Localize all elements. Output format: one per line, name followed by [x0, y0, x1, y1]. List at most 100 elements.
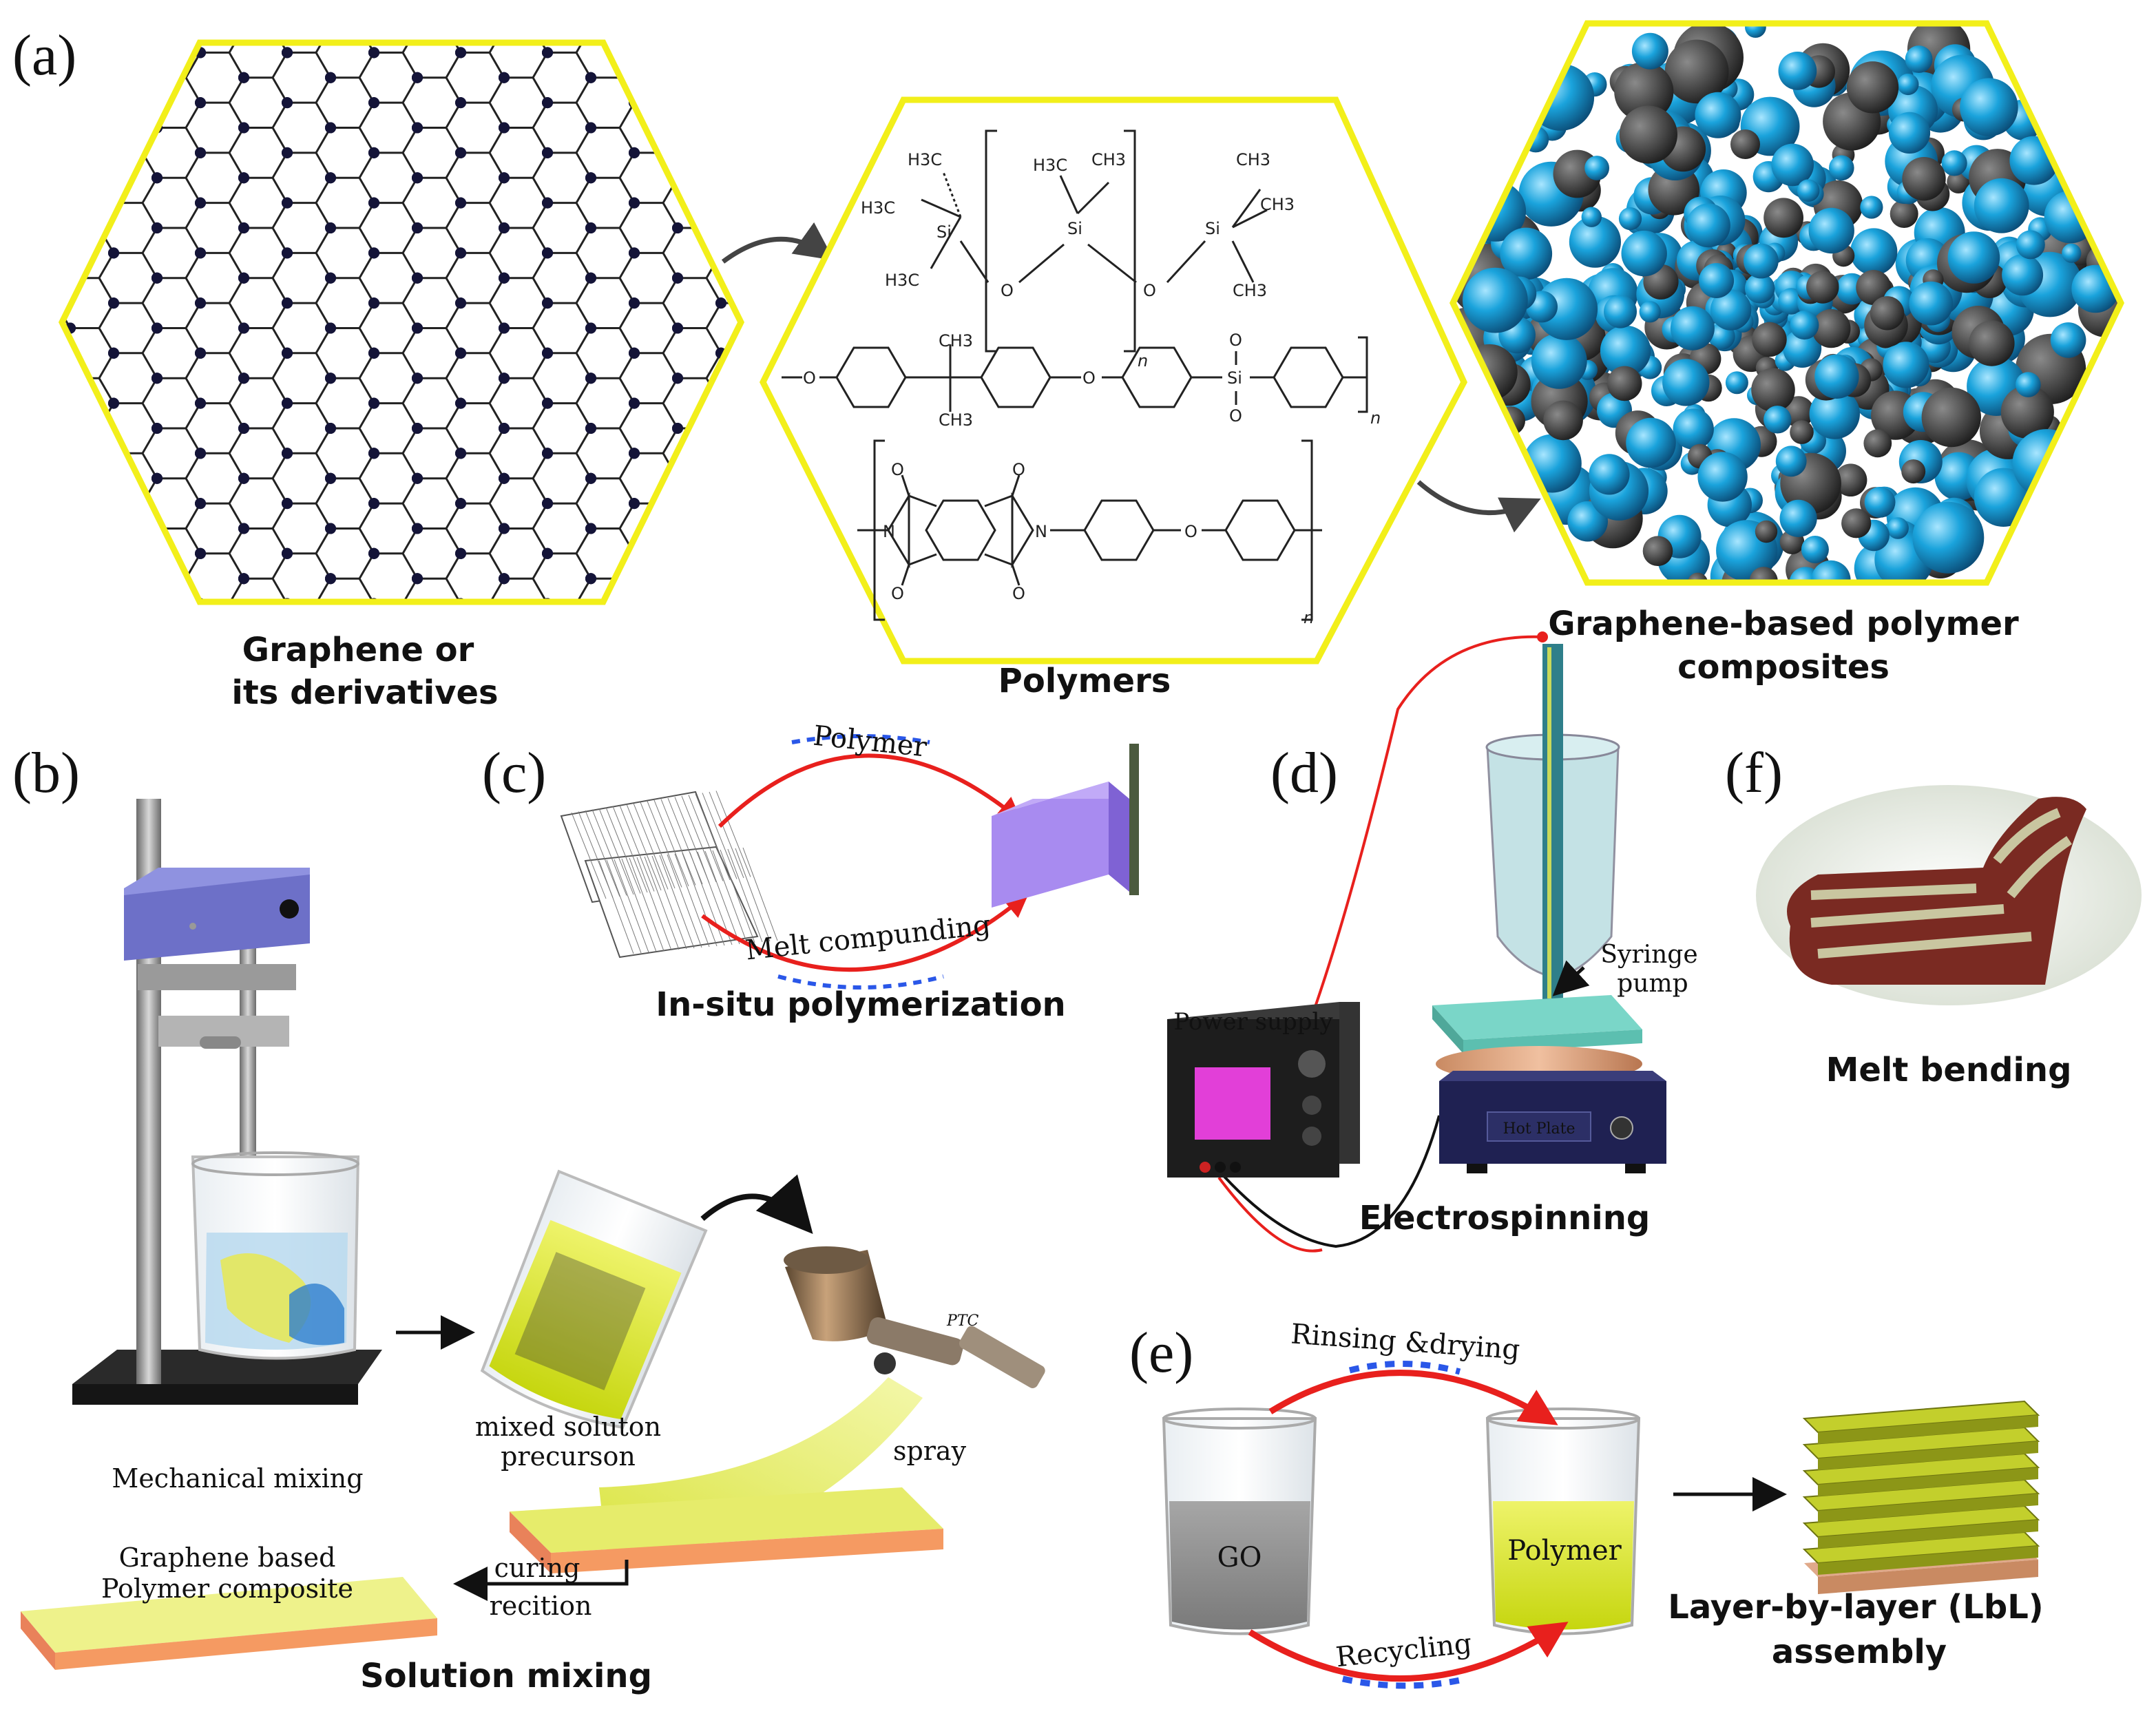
spray-gun-brand: PTC [946, 1312, 978, 1330]
electrospinning-title: Electrospinning [1359, 1199, 1651, 1237]
arc-polymer-dashes [791, 734, 930, 744]
svg-text:O: O [1082, 368, 1096, 388]
arc-recycling [1248, 1622, 1569, 1682]
hot-plate-label: Hot Plate [1503, 1120, 1575, 1138]
arc-melt-dashes [777, 974, 944, 990]
svg-text:O: O [1001, 281, 1014, 300]
svg-text:Si: Si [1067, 219, 1082, 238]
solution-mixing-title: Solution mixing [360, 1657, 652, 1695]
mixing-beaker [191, 1151, 360, 1360]
composite-label-line1: Graphene-based polymer [1548, 605, 2019, 643]
beaker-go [1162, 1408, 1317, 1635]
graphene-label-line2: its derivatives [231, 673, 498, 712]
svg-text:H3C: H3C [885, 271, 919, 290]
lbl-stack [1802, 1400, 2040, 1594]
panel-label-e: (e) [1129, 1321, 1193, 1385]
svg-text:O: O [1012, 460, 1025, 479]
mixed-solution-label-line1: mixed soluton [475, 1412, 661, 1442]
arc-rinsing-label: Rinsing &drying [1290, 1318, 1521, 1366]
composite-sheet-label-line1: Graphene based [119, 1542, 336, 1573]
composite-label-line2: composites [1677, 648, 1890, 687]
arrow-polymers-to-composite [1416, 480, 1541, 533]
svg-text:Si: Si [1227, 368, 1242, 388]
panel-label-d: (d) [1270, 741, 1338, 805]
arrow-graphene-to-polymers [721, 222, 835, 264]
arrow-pour-to-spray [700, 1174, 813, 1235]
curing-label-line1: curing [494, 1553, 580, 1583]
svg-text:Si: Si [1205, 219, 1220, 238]
svg-text:H3C: H3C [861, 198, 895, 218]
svg-text:n: n [1138, 351, 1148, 370]
spray-substrate [510, 1487, 943, 1573]
mixed-solution-label-line2: precurson [501, 1441, 636, 1472]
svg-text:n: n [1304, 608, 1314, 627]
svg-text:n: n [1370, 408, 1381, 428]
beaker-go-label: GO [1217, 1542, 1262, 1573]
arc-recycling-dashes [1342, 1675, 1467, 1689]
composite-sheet-label-line2: Polymer composite [101, 1573, 353, 1604]
panel-label-c: (c) [482, 741, 546, 805]
svg-text:O: O [1229, 331, 1242, 350]
black-wire [1217, 1115, 1441, 1248]
polymers-label: Polymers [998, 662, 1171, 700]
svg-text:O: O [1184, 522, 1197, 541]
beaker-polymer [1485, 1408, 1641, 1635]
svg-text:CH3: CH3 [1091, 150, 1126, 169]
svg-text:H3C: H3C [1033, 156, 1067, 175]
arc-melt-label: Melt compunding [744, 910, 992, 967]
panel-label-a: (a) [12, 23, 76, 87]
melt-bending-illustration [1756, 785, 2142, 1005]
arrow-curing [453, 1560, 629, 1601]
power-supply: Power supply [1167, 1002, 1360, 1178]
svg-text:CH3: CH3 [939, 331, 973, 350]
svg-text:O: O [1143, 281, 1156, 300]
graphene-flakes [560, 791, 778, 959]
in-situ-title: In-situ polymerization [656, 985, 1065, 1024]
composite-hexagon [1449, 20, 2124, 586]
arc-recycling-label: Recycling [1335, 1628, 1474, 1673]
syringe-assembly [1485, 631, 1620, 1002]
mechanical-mixing-label: Mechanical mixing [112, 1463, 363, 1494]
svg-text:N: N [1035, 522, 1047, 541]
svg-text:CH3: CH3 [1236, 150, 1270, 169]
pdms-labels: H3C H3C H3C Si O H3C CH3 Si O CH3 CH3 CH… [861, 150, 1295, 370]
extruded-block [992, 744, 1139, 908]
panel-label-b: (b) [12, 741, 80, 805]
polymers-hexagon [759, 96, 1468, 665]
arc-rinsing-dashes [1348, 1360, 1461, 1375]
tilted-precursor-beaker [480, 1169, 708, 1430]
arc-melt-compounding [701, 892, 1029, 972]
svg-text:CH3: CH3 [1260, 195, 1295, 214]
lbl-title-line2: assembly [1772, 1633, 1947, 1671]
syringe-pump-label-line2: pump [1617, 970, 1688, 998]
graphene-label-line1: Graphene or [242, 631, 474, 669]
power-supply-label: Power supply [1173, 1008, 1333, 1036]
arc-rinsing [1268, 1370, 1558, 1425]
polyimide-labels: O O N O O N O n [883, 460, 1314, 627]
svg-text:H3C: H3C [908, 150, 942, 169]
arc-polymer-label: Polymer [812, 720, 929, 764]
red-wire-bottom [1217, 1176, 1323, 1253]
svg-text:O: O [803, 368, 816, 388]
polyimide-structure [857, 439, 1322, 621]
graphene-hexagon [58, 39, 745, 605]
panel-label-f: (f) [1725, 741, 1783, 805]
melt-bending-title: Melt bending [1826, 1051, 2072, 1089]
arc-polymer [718, 753, 1023, 828]
polysulfone-labels: O CH3 CH3 O Si O O n [803, 331, 1381, 430]
svg-text:N: N [883, 522, 895, 541]
svg-text:CH3: CH3 [1233, 281, 1267, 300]
polysulfone-structure [782, 336, 1368, 413]
svg-text:O: O [891, 460, 904, 479]
lbl-title-line1: Layer-by-layer (LbL) [1668, 1588, 2044, 1626]
curing-label-line2: recition [490, 1591, 592, 1621]
pdms-structure [921, 129, 1268, 353]
svg-text:Si: Si [936, 222, 952, 242]
beaker-polymer-label: Polymer [1507, 1535, 1622, 1567]
syringe-pump-label-line1: Syringe [1600, 941, 1697, 969]
collector-hotplate: Hot Plate [1432, 995, 1666, 1173]
svg-text:O: O [1229, 406, 1242, 426]
svg-text:CH3: CH3 [939, 410, 973, 430]
spray-label: spray [893, 1436, 967, 1466]
